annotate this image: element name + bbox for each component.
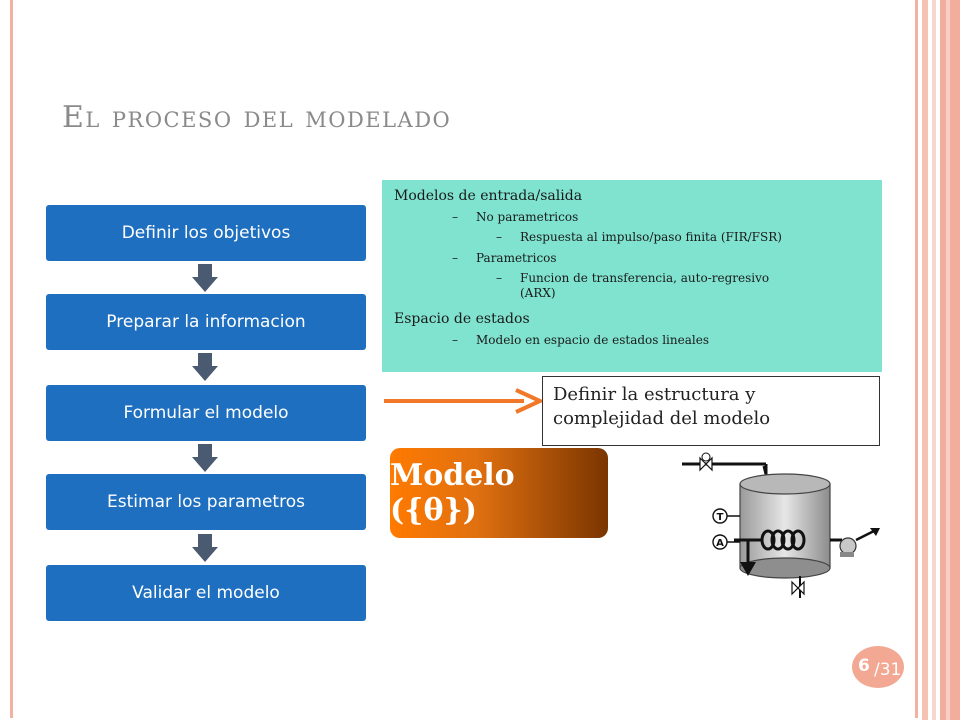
state-space-item: –Modelo en espacio de estados lineales (452, 333, 709, 347)
down-arrow-icon (192, 353, 218, 381)
right-stripe-3 (940, 0, 960, 720)
pump-icon (839, 537, 857, 557)
orange-right-arrow-icon (384, 388, 544, 414)
fir-fsr-item: –Respuesta al impulso/paso finita (FIR/F… (496, 230, 782, 244)
page-badge (852, 646, 904, 688)
heating-coil-icon (734, 529, 806, 551)
analyzer-label: A (716, 538, 724, 549)
down-arrow-icon (192, 264, 218, 292)
page-current: 6 (858, 656, 870, 676)
step-estimar-parametros: Estimar los parametros (46, 474, 366, 530)
temperature-sensor-icon (712, 508, 728, 524)
structure-line-1: Definir la estructura y (553, 384, 756, 405)
step-validar-modelo: Validar el modelo (46, 565, 366, 621)
tank-icon (739, 473, 831, 579)
structure-line-2: complejidad del modelo (553, 408, 771, 429)
step-definir-objetivos: Definir los objetivos (46, 205, 366, 261)
down-arrow-icon (192, 444, 218, 472)
coil-down-arrow-icon (740, 562, 756, 576)
analyzer-sensor-icon (712, 534, 728, 550)
bullet-dash: – (452, 210, 458, 224)
model-types-box: Modelos de entrada/salida –No parametric… (382, 180, 882, 372)
state-space-heading: Espacio de estados (394, 311, 530, 327)
bullet-dash: – (496, 271, 502, 285)
structure-complexity-box: Definir la estructura y complejidad del … (542, 376, 880, 446)
io-models-heading: Modelos de entrada/salida (394, 188, 583, 204)
step-formular-modelo: Formular el modelo (46, 385, 366, 441)
model-theta-badge: Modelo ({θ}) (390, 448, 608, 538)
outlet-arrow-icon (870, 528, 880, 536)
right-stripe-2 (932, 0, 936, 720)
down-arrow-icon (192, 534, 218, 562)
bullet-dash: – (452, 251, 458, 265)
transfer-function-item: –Funcion de transferencia, auto-regresiv… (496, 271, 770, 300)
page-total: /31 (874, 660, 902, 680)
process-tank-diagram: T A (682, 452, 880, 598)
right-stripe-4 (946, 0, 950, 720)
parametric-item: –Parametricos (452, 251, 557, 265)
right-stripe-1 (922, 0, 928, 720)
nonparametric-item: –No parametricos (452, 210, 579, 224)
slide-frame (10, 0, 918, 718)
temp-sensor-label: T (717, 512, 724, 523)
slide-title: El proceso del modelado (62, 100, 452, 135)
bullet-dash: – (496, 230, 502, 244)
inlet-valve-icon (699, 452, 713, 472)
step-preparar-informacion: Preparar la informacion (46, 294, 366, 350)
drain-valve-icon (791, 580, 805, 596)
bullet-dash: – (452, 333, 458, 347)
